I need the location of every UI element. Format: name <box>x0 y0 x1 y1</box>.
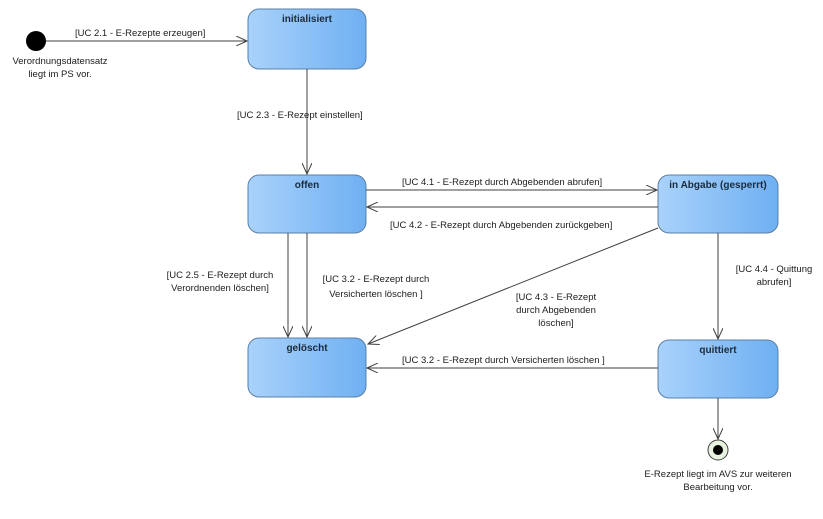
label-uc25-line2: Verordnenden löschen] <box>171 283 269 294</box>
label-uc25-line1: [UC 2.5 - E-Rezept durch <box>167 270 274 281</box>
label-uc23: [UC 2.3 - E-Rezept einstellen] <box>237 110 363 121</box>
state-geloescht[interactable]: gelöscht <box>247 337 367 398</box>
end-note-line2: Bearbeitung vor. <box>683 482 752 493</box>
state-offen[interactable]: offen <box>247 174 367 234</box>
start-note-line2: liegt im PS vor. <box>28 69 91 80</box>
label-uc42: [UC 4.2 - E-Rezept durch Abgebenden zurü… <box>390 220 612 231</box>
state-initialisiert[interactable]: initialisiert <box>247 8 367 70</box>
end-note-line1: E-Rezept liegt im AVS zur weiteren <box>644 469 791 480</box>
label-uc44-line1: [UC 4.4 - Quittung <box>736 264 813 275</box>
label-uc43-line1: [UC 4.3 - E-Rezept <box>516 292 597 303</box>
state-initialisiert-label: initialisiert <box>282 14 333 25</box>
label-uc21: [UC 2.1 - E-Rezepte erzeugen] <box>75 28 205 39</box>
label-uc44-line2: abrufen] <box>757 277 792 288</box>
label-uc43-line3: löschen] <box>538 318 573 329</box>
state-geloescht-label: gelöscht <box>286 343 328 354</box>
state-quittiert[interactable]: quittiert <box>657 339 779 399</box>
label-uc32a-line2: Versicherten löschen ] <box>329 289 422 300</box>
initial-node <box>26 31 46 51</box>
label-uc41: [UC 4.1 - E-Rezept durch Abgebenden abru… <box>402 177 602 188</box>
state-in-abgabe-label: in Abgabe (gesperrt) <box>669 180 766 191</box>
state-in-abgabe[interactable]: in Abgabe (gesperrt) <box>657 174 779 234</box>
state-quittiert-label: quittiert <box>699 345 737 356</box>
label-uc43-line2: durch Abgebenden <box>516 305 596 316</box>
start-note-line1: Verordnungsdatensatz <box>12 56 107 67</box>
final-node-inner <box>713 445 723 455</box>
label-uc32a-line1: [UC 3.2 - E-Rezept durch <box>323 274 430 285</box>
edge-uc43 <box>368 227 659 344</box>
label-uc32b: [UC 3.2 - E-Rezept durch Versicherten lö… <box>402 355 605 366</box>
state-offen-label: offen <box>295 180 319 191</box>
